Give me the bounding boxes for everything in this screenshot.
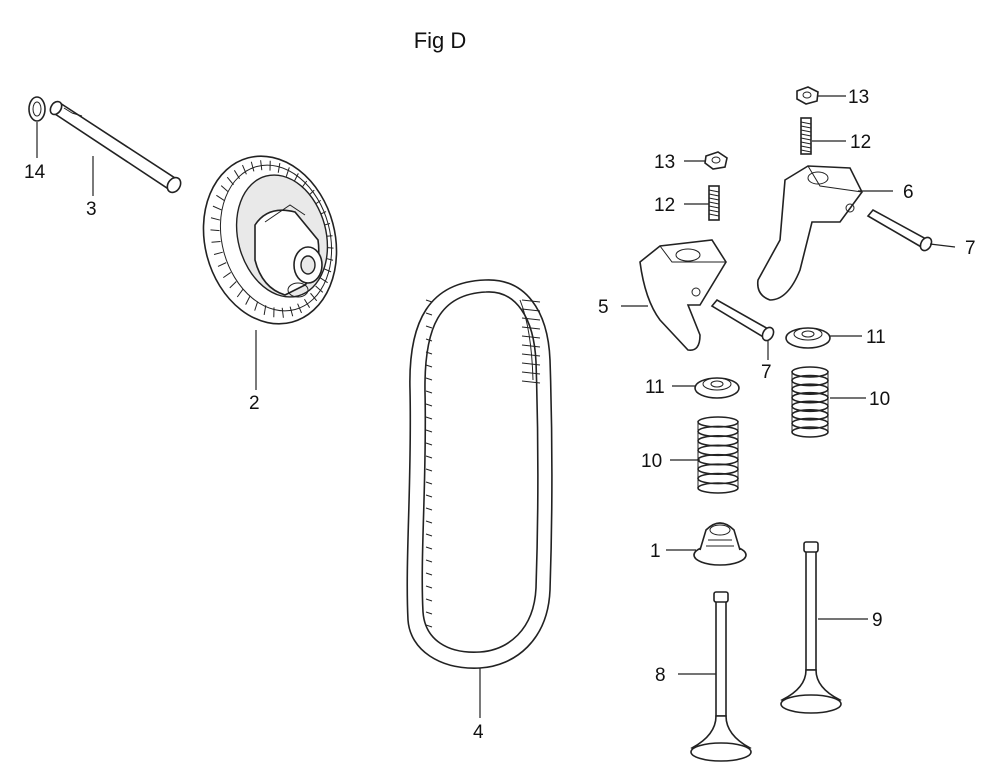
callout-13-right: 13 xyxy=(848,87,869,108)
part-adjusting-screw-left xyxy=(709,186,719,220)
part-adjusting-screw-right xyxy=(801,118,811,154)
part-seal-ring xyxy=(29,97,45,121)
callout-7-left: 7 xyxy=(761,362,772,383)
part-lock-nut-left xyxy=(705,152,727,169)
part-spring-retainer-left xyxy=(695,378,739,398)
part-valve-left xyxy=(691,592,751,761)
callout-10-right: 10 xyxy=(869,389,890,410)
callout-12-left: 12 xyxy=(654,195,675,216)
callout-10-left: 10 xyxy=(641,451,662,472)
callout-13-left: 13 xyxy=(654,152,675,173)
callout-1: 1 xyxy=(650,541,661,562)
callout-5: 5 xyxy=(598,297,609,318)
part-valve-spring-left xyxy=(698,417,738,493)
part-rocker-arm-right xyxy=(758,166,862,300)
part-spring-retainer-right xyxy=(786,328,830,348)
figure-title: Fig D xyxy=(0,28,880,54)
callout-6: 6 xyxy=(903,182,914,203)
callout-11-right: 11 xyxy=(866,327,886,348)
part-rocker-shaft-left xyxy=(712,300,776,343)
callout-3: 3 xyxy=(86,199,97,220)
part-valve-spring-right xyxy=(792,367,828,437)
callout-7-right: 7 xyxy=(965,238,976,259)
callout-4: 4 xyxy=(473,722,484,743)
part-rocker-arm-left xyxy=(640,240,726,350)
part-timing-belt xyxy=(407,280,552,668)
callout-14: 14 xyxy=(24,162,46,183)
part-cam-pulley xyxy=(185,141,355,339)
callout-12-right: 12 xyxy=(850,132,871,153)
part-valve-right xyxy=(781,542,841,713)
part-lock-nut-right xyxy=(797,87,818,104)
callout-8: 8 xyxy=(655,665,666,686)
callout-2: 2 xyxy=(249,393,260,414)
part-rocker-shaft-right xyxy=(868,210,934,253)
callout-11-left: 11 xyxy=(645,377,665,398)
part-camshaft xyxy=(48,99,183,195)
part-stem-seal xyxy=(694,523,746,565)
callout-9: 9 xyxy=(872,610,883,631)
